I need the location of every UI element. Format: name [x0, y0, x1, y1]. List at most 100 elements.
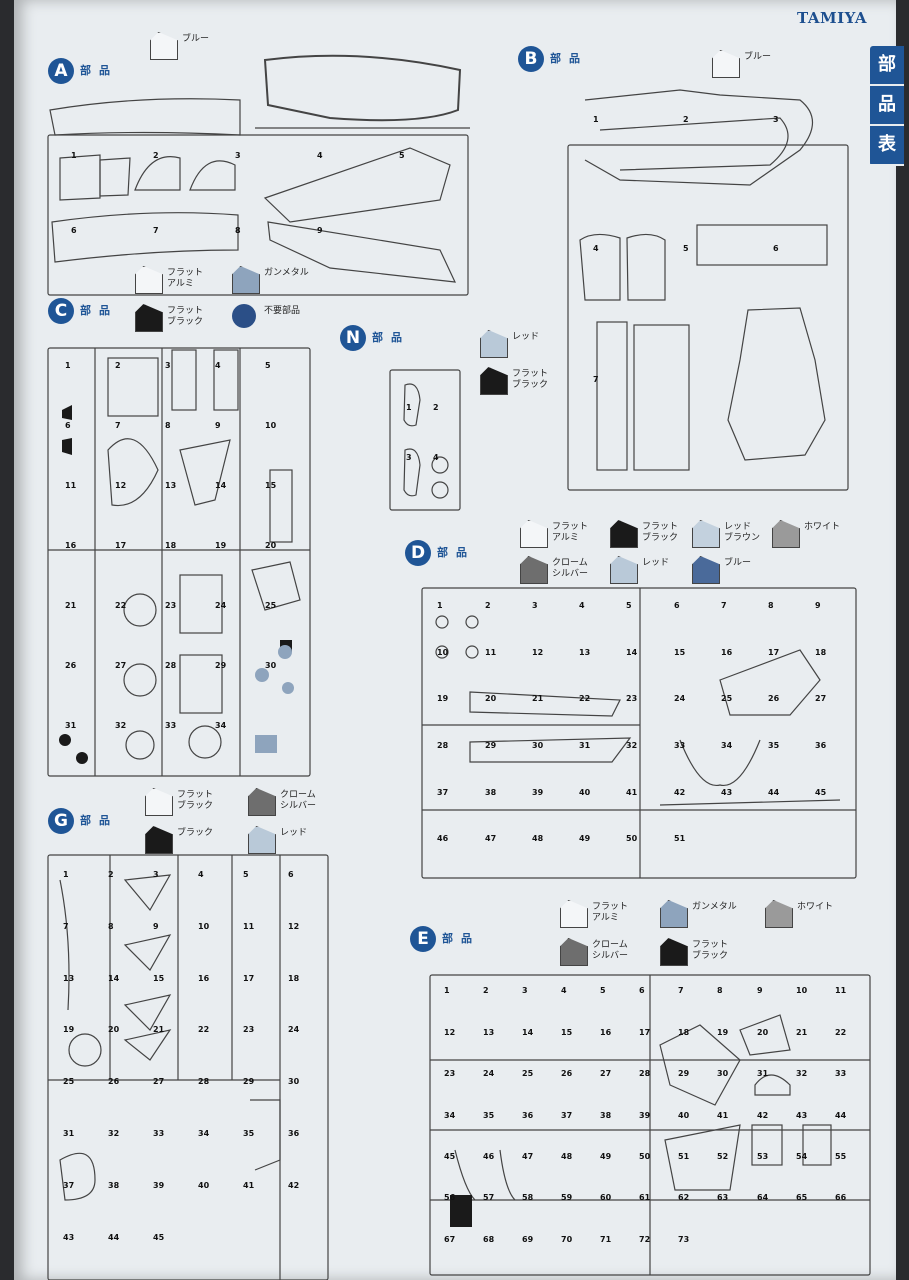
part-number-d: 13	[579, 648, 591, 657]
part-number-e: 29	[678, 1069, 690, 1078]
part-number-e: 28	[639, 1069, 651, 1078]
paint-chip-icon	[232, 304, 256, 328]
part-number-a: 9	[317, 226, 323, 235]
part-number-c: 6	[65, 421, 71, 430]
part-number-d: 35	[768, 741, 780, 750]
part-number-e: 33	[835, 1069, 847, 1078]
part-number-e: 49	[600, 1152, 612, 1161]
part-number-g: 25	[63, 1077, 75, 1086]
part-number-g: 3	[153, 870, 159, 879]
part-number-g: 36	[288, 1129, 300, 1138]
section-label: 部品	[437, 546, 475, 559]
part-number-d: 8	[768, 601, 774, 610]
paint-chip-icon	[248, 788, 276, 816]
part-number-d: 10	[437, 648, 449, 657]
part-number-a: 1	[71, 151, 77, 160]
part-number-d: 1	[437, 601, 443, 610]
part-number-d: 33	[674, 741, 686, 750]
part-number-e: 12	[444, 1028, 456, 1037]
part-number-c: 28	[165, 661, 177, 670]
part-number-e: 45	[444, 1152, 456, 1161]
paint-name: フラットブラック	[177, 790, 214, 811]
section-letter-badge: B	[518, 46, 544, 72]
part-number-c: 21	[65, 601, 77, 610]
part-number-e: 66	[835, 1193, 847, 1202]
part-number-c: 1	[65, 361, 71, 370]
paint-name: クロームシルバー	[592, 940, 629, 961]
part-number-e: 23	[444, 1069, 456, 1078]
part-number-e: 65	[796, 1193, 808, 1202]
part-number-c: 19	[215, 541, 227, 550]
part-number-g: 37	[63, 1181, 75, 1190]
part-number-d: 30	[532, 741, 544, 750]
part-number-e: 69	[522, 1235, 534, 1244]
part-number-e: 43	[796, 1111, 808, 1120]
part-number-d: 19	[437, 694, 449, 703]
part-number-c: 15	[265, 481, 277, 490]
part-number-g: 26	[108, 1077, 120, 1086]
part-number-n: 4	[433, 453, 439, 462]
part-number-e: 30	[717, 1069, 729, 1078]
part-number-d: 22	[579, 694, 591, 703]
part-number-e: 3	[522, 986, 528, 995]
part-number-c: 24	[215, 601, 227, 610]
part-number-g: 13	[63, 974, 75, 983]
part-number-e: 47	[522, 1152, 534, 1161]
part-number-d: 2	[485, 601, 491, 610]
part-number-e: 8	[717, 986, 723, 995]
paint-name: ガンメタル	[692, 902, 737, 912]
brand-logo: TAMIYA	[797, 9, 867, 27]
part-number-e: 53	[757, 1152, 769, 1161]
part-number-b: 1	[593, 115, 599, 124]
part-number-d: 28	[437, 741, 449, 750]
paint-name: フラットアルミ	[592, 902, 629, 923]
part-number-d: 29	[485, 741, 497, 750]
part-number-e: 15	[561, 1028, 573, 1037]
part-number-d: 14	[626, 648, 638, 657]
section-letter-badge: D	[405, 540, 431, 566]
part-number-c: 31	[65, 721, 77, 730]
part-number-g: 15	[153, 974, 165, 983]
part-number-d: 9	[815, 601, 821, 610]
paint-name: フラットブラック	[512, 369, 549, 390]
part-number-d: 7	[721, 601, 727, 610]
part-number-a: 2	[153, 151, 159, 160]
part-number-e: 9	[757, 986, 763, 995]
part-number-e: 5	[600, 986, 606, 995]
part-number-g: 16	[198, 974, 210, 983]
part-number-d: 38	[485, 788, 497, 797]
part-number-d: 26	[768, 694, 780, 703]
part-number-d: 20	[485, 694, 497, 703]
part-number-c: 20	[265, 541, 277, 550]
part-number-d: 40	[579, 788, 591, 797]
part-number-d: 42	[674, 788, 686, 797]
section-letter-badge: A	[48, 58, 74, 84]
paint-name: レッド	[642, 558, 670, 568]
part-number-c: 2	[115, 361, 121, 370]
part-number-g: 35	[243, 1129, 255, 1138]
part-number-d: 11	[485, 648, 497, 657]
part-number-e: 73	[678, 1235, 690, 1244]
part-number-e: 31	[757, 1069, 769, 1078]
paint-name: ブルー	[724, 558, 752, 568]
part-number-d: 18	[815, 648, 827, 657]
part-number-e: 57	[483, 1193, 495, 1202]
part-number-e: 71	[600, 1235, 612, 1244]
part-number-g: 43	[63, 1233, 75, 1242]
part-number-e: 51	[678, 1152, 690, 1161]
part-number-g: 29	[243, 1077, 255, 1086]
part-number-c: 34	[215, 721, 227, 730]
part-number-e: 13	[483, 1028, 495, 1037]
part-number-b: 2	[683, 115, 689, 124]
part-number-e: 55	[835, 1152, 847, 1161]
part-number-g: 30	[288, 1077, 300, 1086]
part-number-d: 23	[626, 694, 638, 703]
part-number-g: 5	[243, 870, 249, 879]
part-number-g: 8	[108, 922, 114, 931]
section-letter-badge: C	[48, 298, 74, 324]
part-number-c: 9	[215, 421, 221, 430]
part-number-e: 61	[639, 1193, 651, 1202]
part-number-c: 14	[215, 481, 227, 490]
part-number-e: 21	[796, 1028, 808, 1037]
